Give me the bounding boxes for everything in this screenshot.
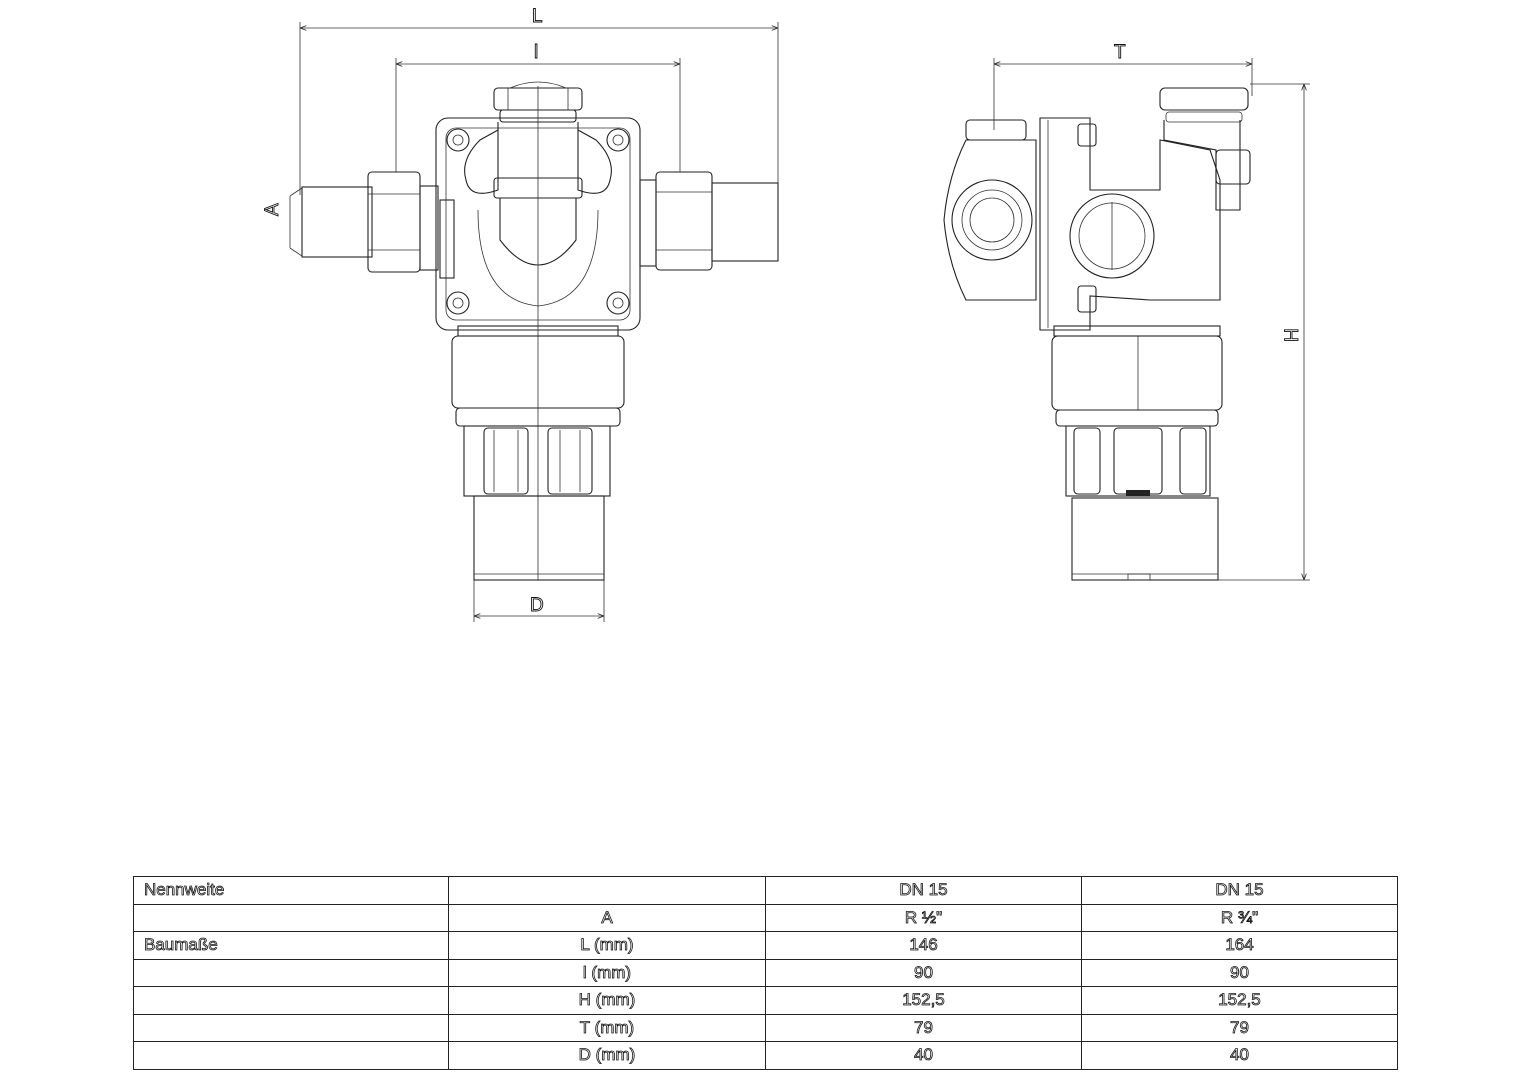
label-L: L: [532, 6, 543, 27]
label-A: A: [262, 203, 283, 216]
table-cell: 90: [765, 958, 1082, 987]
table-row: D (mm) 40 40: [133, 1041, 1398, 1070]
table-cell: 90: [1081, 958, 1398, 987]
table-cell: A: [448, 903, 766, 932]
dimensions-table: Nennweite DN 15 DN 15 A R ½" R ¾" Baumaß…: [133, 876, 1398, 1070]
dimension-T: T: [993, 42, 1253, 130]
table-cell: 146: [765, 931, 1082, 960]
table-cell: 40: [1081, 1041, 1398, 1070]
table-cell: T (mm): [448, 1013, 766, 1042]
dimension-D: D: [473, 580, 605, 622]
dimension-H: H: [1218, 83, 1310, 581]
label-H: H: [1282, 328, 1303, 342]
table-cell: 79: [765, 1013, 1082, 1042]
table-cell: R ½": [765, 903, 1082, 932]
table-cell: 152,5: [765, 986, 1082, 1015]
dimension-l: l: [395, 42, 681, 172]
table-cell: 40: [765, 1041, 1082, 1070]
table-cell: Baumaße: [133, 931, 449, 960]
table-cell: H (mm): [448, 986, 766, 1015]
table-cell: R ¾": [1081, 903, 1398, 932]
screw-icon: [446, 128, 630, 315]
table-cell: 164: [1081, 931, 1398, 960]
table-cell: L (mm): [448, 931, 766, 960]
table-cell: l (mm): [448, 958, 766, 987]
dimension-L: L: [299, 6, 779, 195]
table-row: Baumaße L (mm) 146 164: [133, 931, 1398, 960]
table-cell: DN 15: [765, 876, 1082, 905]
label-T: T: [1114, 42, 1126, 63]
label-l: l: [534, 42, 538, 63]
table-cell: [133, 1013, 449, 1042]
table-row: A R ½" R ¾": [133, 903, 1398, 932]
table-cell: [448, 876, 766, 905]
table-cell: [133, 1041, 449, 1070]
table-row: T (mm) 79 79: [133, 1013, 1398, 1042]
front-view: L l A: [262, 6, 779, 622]
table-cell: 79: [1081, 1013, 1398, 1042]
table-cell: [133, 903, 449, 932]
table-cell: Nennweite: [133, 876, 449, 905]
table-cell: DN 15: [1081, 876, 1398, 905]
label-D: D: [530, 595, 544, 616]
table-row: Nennweite DN 15 DN 15: [133, 876, 1398, 905]
table-row: H (mm) 152,5 152,5: [133, 986, 1398, 1015]
table-cell: 152,5: [1081, 986, 1398, 1015]
table-row: l (mm) 90 90: [133, 958, 1398, 987]
table-cell: [133, 958, 449, 987]
side-view: T H: [943, 42, 1310, 581]
table-cell: [133, 986, 449, 1015]
technical-drawing: L l A: [262, 6, 1310, 622]
table-cell: D (mm): [448, 1041, 766, 1070]
